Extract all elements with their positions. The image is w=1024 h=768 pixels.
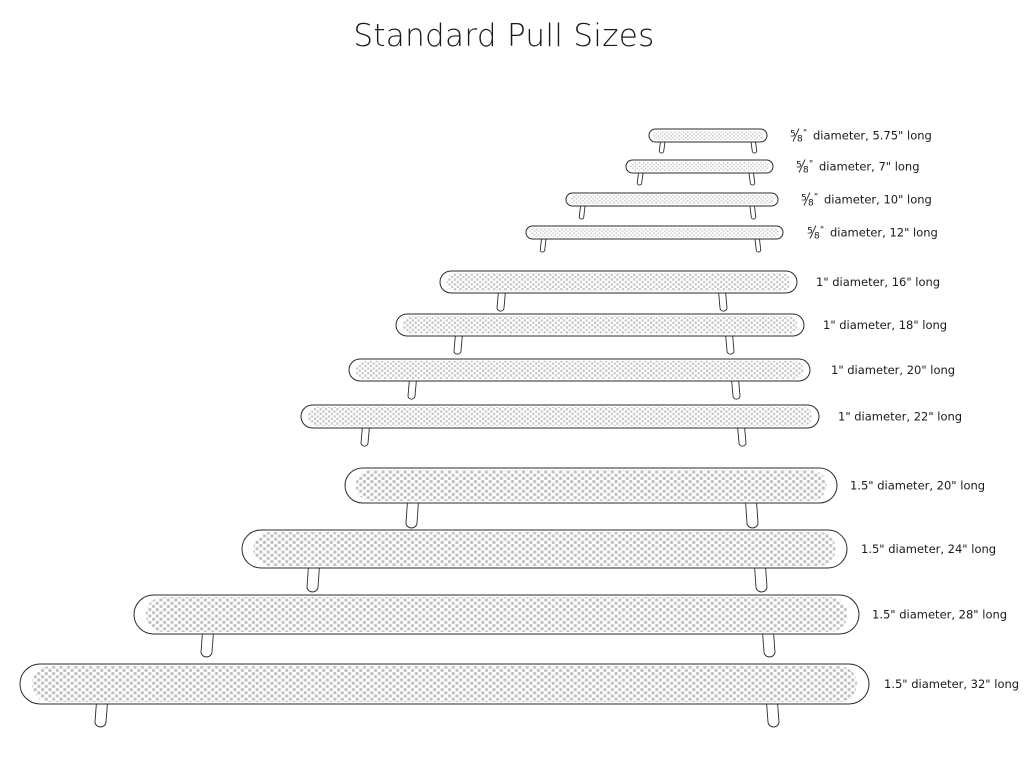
pull-bar-texture [446,273,791,291]
fraction-denominator: 8 [808,199,814,209]
pull-bar-texture [307,407,813,426]
pull-leg-right [754,565,768,593]
pull-leg-right [725,333,735,355]
pull-bar-outline [395,313,805,337]
fraction-numerator: 5 [796,161,802,171]
pull-leg-right [737,425,747,447]
pull-leg-left [405,500,419,529]
pull-leg-right [754,236,762,253]
fraction-slash [809,225,817,239]
pull-leg-right [762,631,776,658]
pull-leg-right [750,139,758,154]
fraction-slash [792,128,800,142]
fraction-denominator: 8 [797,135,803,145]
pull-item: 1" diameter, 22" long [300,404,962,447]
pull-size-label: 1" diameter, 16" long [816,275,940,289]
pull-leg-left [306,565,320,593]
pull-bar-texture [253,532,836,566]
fraction-numerator: 5 [807,227,813,237]
fraction-denominator: 8 [814,232,820,242]
pull-leg-left [636,170,644,186]
pull-bar-texture [32,666,857,702]
pull-bar-outline [439,270,798,294]
pull-bar-outline [348,358,811,382]
pull-bar-texture [629,162,770,171]
pull-leg-left [578,203,586,220]
pull-leg-left [200,631,214,658]
pull-bar-outline [344,467,838,504]
pull-bar-texture [355,470,827,501]
pull-bar-texture [569,195,775,204]
pull-bar-outline [525,225,784,240]
inch-mark: " [809,160,813,170]
pull-size-label: diameter, 12" long [830,226,938,240]
inch-mark: " [820,226,824,236]
pull-size-label: diameter, 5.75" long [813,129,932,143]
pull-bar-outline [300,404,820,429]
pull-size-label: 1.5" diameter, 32" long [884,677,1019,691]
pull-leg-right [745,500,759,529]
pull-size-label: 1.5" diameter, 24" long [861,542,996,556]
pull-item: 1.5" diameter, 28" long [133,594,1007,658]
pull-leg-left [539,236,547,253]
pull-leg-left [407,378,417,400]
pull-bar-outline [648,128,768,143]
page-title: Standard Pull Sizes [353,18,655,54]
pull-bar-texture [355,361,804,379]
fraction-denominator: 8 [803,166,809,176]
pull-bar-outline [133,594,860,635]
pull-leg-right [766,701,780,728]
pull-bar-texture [529,228,780,237]
fraction-slash [803,192,811,206]
pull-bar-texture [402,316,798,334]
pull-leg-left [658,139,666,154]
pull-item: 1.5" diameter, 24" long [241,529,996,593]
inch-mark: " [814,193,818,203]
pull-leg-right [749,203,757,220]
pull-bar-outline [241,529,848,569]
pull-item: 1.5" diameter, 32" long [19,663,1019,728]
fraction-numerator: 5 [790,130,796,140]
pull-leg-right [748,170,756,186]
pull-item: 1.5" diameter, 20" long [344,467,985,529]
pull-leg-left [453,333,463,355]
pull-item: 1" diameter, 16" long [439,270,940,312]
pull-size-label: 1" diameter, 18" long [823,318,947,332]
pull-size-label: 1" diameter, 20" long [831,363,955,377]
pull-bar-texture [145,597,848,632]
pull-leg-right [731,378,741,400]
pull-size-label: diameter, 7" long [819,160,920,174]
pull-size-label: 1.5" diameter, 20" long [850,479,985,493]
pull-leg-left [94,701,108,728]
pull-bar-outline [19,663,870,705]
pull-leg-right [718,290,728,312]
pull-bar-outline [565,192,779,207]
pull-size-label: 1" diameter, 22" long [838,410,962,424]
pull-bar-texture [652,131,764,140]
pull-size-label: 1.5" diameter, 28" long [872,608,1007,622]
pull-bar-outline [625,159,774,174]
pull-size-label: diameter, 10" long [824,193,932,207]
fraction-slash [798,159,806,173]
fraction-numerator: 5 [801,194,807,204]
pull-item: 1" diameter, 20" long [348,358,955,400]
inch-mark: " [803,129,807,139]
pull-leg-left [360,425,370,447]
pull-item: 1" diameter, 18" long [395,313,947,355]
pull-leg-left [496,290,506,312]
